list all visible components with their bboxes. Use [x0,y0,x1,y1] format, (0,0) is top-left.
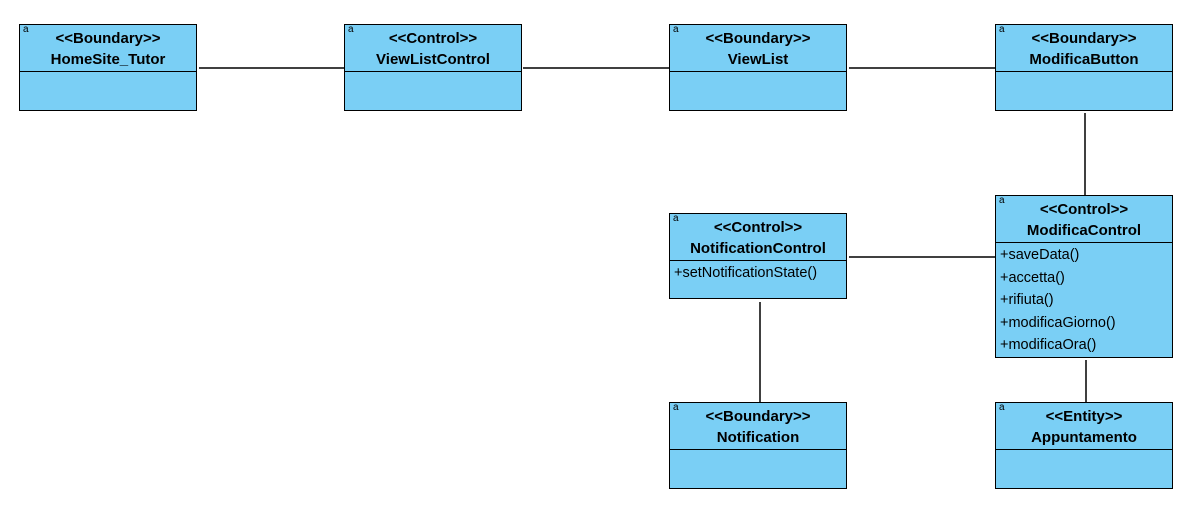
class-notification[interactable]: a <<Boundary>> Notification [669,402,847,489]
class-header: <<Control>> ViewListControl [345,25,521,72]
class-marker: a [348,24,354,35]
class-stereotype: <<Boundary>> [1031,30,1137,47]
operation-modificagiorno: +modificaGiorno() [1000,314,1116,331]
class-name: ModificaButton [1029,51,1139,68]
class-viewlist[interactable]: a <<Boundary>> ViewList [669,24,847,111]
operation-savedata: +saveData() [1000,247,1080,263]
operation-modificaora: +modificaOra() [1000,337,1097,353]
class-marker: a [999,24,1005,35]
class-marker: a [673,24,679,35]
class-header: <<Boundary>> ModificaButton [996,25,1172,72]
class-name: NotificationControl [690,240,826,257]
class-modificacontrol[interactable]: a <<Control>> ModificaControl +saveData(… [995,195,1173,358]
class-viewlistcontrol[interactable]: a <<Control>> ViewListControl [344,24,522,111]
class-stereotype: <<Boundary>> [705,408,811,425]
class-marker: a [999,195,1005,206]
class-header: <<Control>> NotificationControl [670,214,846,261]
class-stereotype: <<Control>> [713,219,803,236]
class-marker: a [673,402,679,413]
class-appuntamento[interactable]: a <<Entity>> Appuntamento [995,402,1173,489]
class-header: <<Entity>> Appuntamento [996,403,1172,450]
class-stereotype: <<Boundary>> [705,30,811,47]
class-name: HomeSite_Tutor [50,51,166,68]
operation-setnotificationstate: +setNotificationState() [674,265,818,281]
class-stereotype: <<Boundary>> [55,30,161,47]
class-homesite-tutor[interactable]: a <<Boundary>> HomeSite_Tutor [19,24,197,111]
class-marker: a [999,402,1005,413]
class-stereotype: <<Entity>> [1045,408,1123,425]
class-notificationcontrol[interactable]: a <<Control>> NotificationControl +setNo… [669,213,847,299]
class-name: ModificaControl [1026,222,1142,239]
class-name: Appuntamento [1031,429,1137,446]
class-name: ViewListControl [376,51,490,68]
class-name: ViewList [727,51,789,68]
class-stereotype: <<Control>> [388,30,478,47]
class-marker: a [673,213,679,224]
class-marker: a [23,24,29,35]
class-header: <<Boundary>> Notification [670,403,846,450]
operation-rifiuta: +rifiuta() [1000,292,1054,308]
class-header: <<Boundary>> HomeSite_Tutor [20,25,196,72]
class-operations: +setNotificationState() [670,261,846,286]
class-modificabutton[interactable]: a <<Boundary>> ModificaButton [995,24,1173,111]
operation-accetta: +accetta() [1000,269,1065,286]
class-operations: +saveData() +accetta() +rifiuta() +modif… [996,243,1172,358]
class-header: <<Boundary>> ViewList [670,25,846,72]
class-header: <<Control>> ModificaControl [996,196,1172,243]
class-name: Notification [716,429,800,446]
class-stereotype: <<Control>> [1039,201,1129,218]
